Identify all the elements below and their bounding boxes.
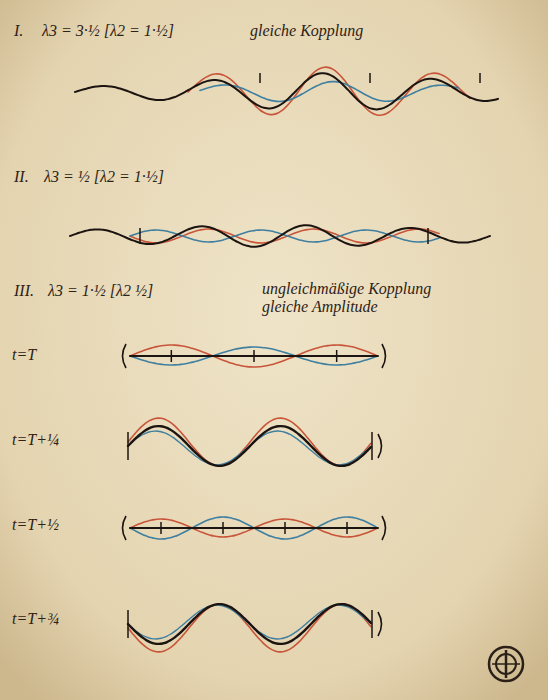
- tick-mark: [346, 522, 348, 534]
- handwritten-note: II.: [14, 168, 29, 186]
- tick-mark: [259, 73, 261, 83]
- black-wave: [75, 73, 498, 109]
- black-wave: [128, 426, 371, 466]
- handwritten-note: t=T: [12, 346, 36, 364]
- tick-mark: [369, 73, 371, 83]
- tick-mark: [253, 350, 255, 362]
- tick-mark: [160, 522, 162, 534]
- tick-mark: [284, 522, 286, 534]
- end-bracket: [382, 344, 386, 368]
- tick-mark: [371, 610, 373, 638]
- black-line: [130, 527, 378, 529]
- tick-mark: [222, 522, 224, 534]
- end-bracket: [378, 612, 382, 636]
- handwritten-note: ungleichmäßige Kopplung gleiche Amplitud…: [262, 280, 462, 316]
- tick-mark: [479, 73, 481, 83]
- handwritten-note: t=T+½: [12, 516, 59, 534]
- tick-mark: [336, 350, 338, 362]
- handwritten-note: gleiche Kopplung: [250, 22, 363, 40]
- tick-mark: [127, 610, 129, 638]
- handwritten-note: t=T+¼: [12, 431, 59, 449]
- handwritten-note: λ3 = 1·½ [λ2 ½]: [48, 282, 153, 300]
- wave-group: [70, 67, 498, 652]
- end-bracket: [123, 516, 127, 540]
- handwritten-note: λ3 = 3·½ [λ2 = 1·½]: [42, 22, 174, 40]
- end-bracket: [378, 434, 382, 458]
- end-bracket: [123, 344, 127, 368]
- black-wave: [70, 225, 490, 247]
- end-bracket: [382, 516, 386, 540]
- tick-mark: [127, 432, 129, 460]
- black-wave: [128, 604, 371, 644]
- handwritten-note: III.: [14, 282, 34, 300]
- tick-mark: [171, 350, 173, 362]
- tick-mark: [427, 228, 429, 244]
- handwritten-note: λ3 = ½ [λ2 = 1·½]: [44, 168, 164, 186]
- stamp-logo: [489, 647, 523, 681]
- logo-bar: [492, 663, 520, 665]
- handwritten-note: t=T+¾: [12, 610, 59, 628]
- tick-mark: [139, 228, 141, 244]
- handwritten-note: I.: [14, 22, 23, 40]
- red-wave: [128, 418, 371, 466]
- red-wave: [128, 604, 371, 652]
- tick-mark: [371, 432, 373, 460]
- logo-ring: [489, 647, 523, 681]
